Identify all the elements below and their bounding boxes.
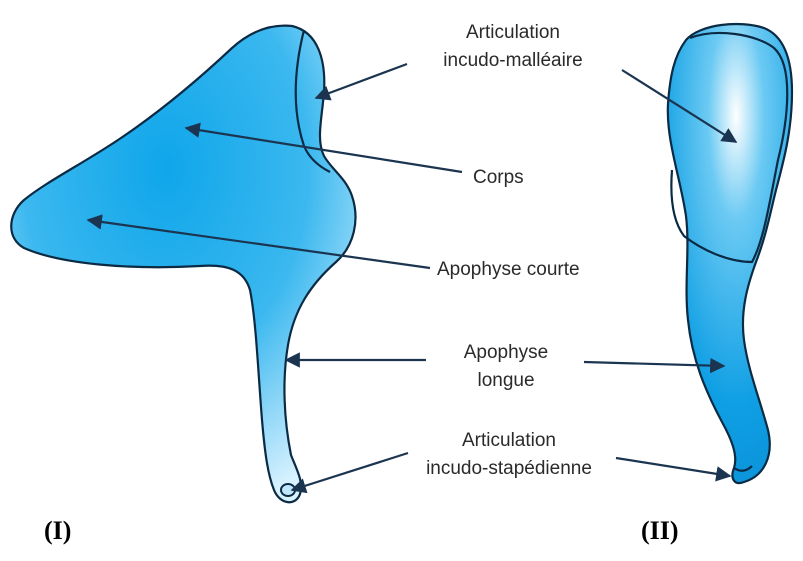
arrow-incudo-stapedial-I (292, 453, 408, 490)
incus-figure-II (668, 24, 792, 483)
panel-label-II: (II) (641, 516, 679, 545)
panel-label-I: (I) (44, 516, 71, 545)
label-articulation-incudo-stapedienne-line2: incudo-stapédienne (426, 458, 592, 479)
label-articulation-incudo-malleaire-line2: incudo-malléaire (443, 50, 582, 71)
incus-body-I (11, 26, 355, 503)
arrow-incudo-stapedial-II (616, 458, 730, 476)
label-corps: Corps (473, 167, 524, 188)
incus-body-II (668, 24, 792, 483)
label-apophyse-courte: Apophyse courte (437, 259, 580, 280)
arrow-incudo-malleolar-I (316, 64, 407, 98)
incus-figure-I (11, 26, 355, 503)
label-apophyse-longue-line1: Apophyse (464, 342, 549, 363)
label-articulation-incudo-stapedienne-line1: Articulation (462, 430, 556, 451)
label-articulation-incudo-malleaire-line1: Articulation (466, 22, 560, 43)
label-apophyse-longue-line2: longue (477, 370, 534, 391)
labels: Articulation incudo-malléaire Corps Apop… (44, 22, 679, 545)
